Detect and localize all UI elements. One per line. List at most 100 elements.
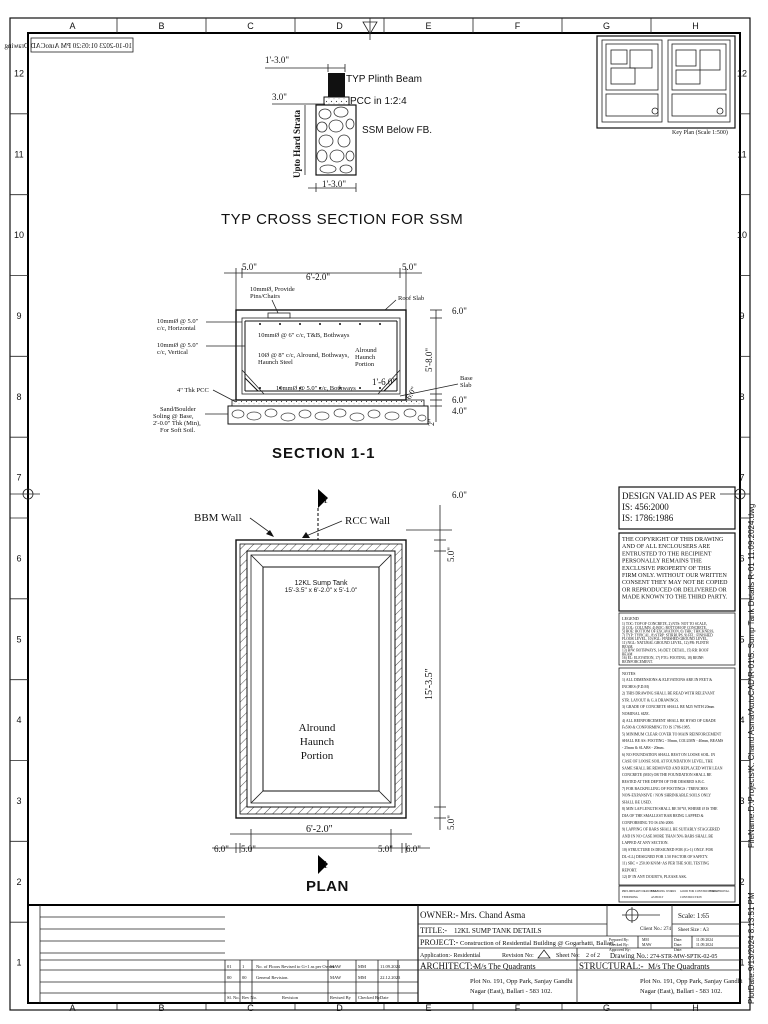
rev-cell: MAW (330, 975, 342, 980)
plan-dim-bl1: 6.0" (214, 844, 229, 854)
sheet-no-val: 2 of 2 (586, 952, 600, 959)
sec-lbl-sand-2: Soling @ Base, (153, 413, 194, 420)
notes-line: 7) FOR BACKFILLING OF FOOTINGS / TRENCHE… (622, 787, 708, 791)
north-arrow-icon (622, 907, 660, 923)
plan-tank-name: 12KL Sump Tank (295, 580, 348, 587)
rev-cell: MAW (330, 964, 342, 969)
row-label: 4 (739, 715, 744, 725)
col-label: A (69, 1003, 75, 1013)
notes-line: DIA OF THE SMALLEST BAR BEING LAPPED & (622, 814, 704, 818)
row-label: 1 (16, 958, 21, 968)
notes-line: SHALL BE AS: FOOTING - 50mm, COLUMN - 40… (622, 739, 723, 744)
plan-dim-br2: 6.0" (406, 844, 421, 854)
notes-line: 4) ALL REINFORCEMENT SHALL BE HYSD OF GR… (622, 719, 717, 723)
sec-dim-height: 5'-8.0" (424, 348, 434, 372)
rev-cell: 22.12.2023 (380, 975, 401, 980)
mirrored-label-text: 10-10-2023 01:05:20 PM AutoCAD Drawing (4, 42, 132, 50)
owner-name: Mrs. Chand Asma (460, 910, 525, 920)
notes-line: 8) MIN LAP LENGTH SHALL BE 50*Ø, WHERE Ø… (622, 807, 718, 812)
sec-lbl-h5-1: 10mmØ @ 5.0" (157, 318, 199, 325)
row-label: 9 (739, 311, 744, 321)
structural-lbl: STRUCTURAL:- (579, 961, 644, 971)
plan-tank-size: 15'-3.5" x 6'-2.0" x 5'-1.0" (285, 587, 358, 594)
col-label: D (336, 1003, 343, 1013)
stage-label: GOOD FOR CONSTRUCTION (680, 890, 717, 893)
rev-cell: 1 (242, 964, 244, 969)
notes-line: - 25mm & SLABS - 20mm. (622, 746, 664, 750)
sec-lbl-pcc: 4" Thk PCC (177, 387, 209, 394)
col-label: H (692, 21, 699, 31)
col-label: F (515, 1003, 521, 1013)
scale-text: Scale: 1:65 (678, 912, 710, 920)
drawing-no-lbl: Drawing No.: (610, 952, 649, 960)
col-label: C (247, 1003, 254, 1013)
notes-head: NOTES (622, 671, 636, 676)
copyright-line: FIRM ONLY. WITHOUT OUR WRITTEN (622, 573, 727, 579)
sec-dim-r3: 4.0" (452, 406, 467, 416)
row-label: 10 (14, 230, 24, 240)
sec-lbl-sand-3: 2'-0.0" Thk (Min), (153, 420, 201, 427)
col-label: F (515, 21, 521, 31)
ssm-label-pcc: PCC in 1:2:4 (350, 96, 407, 107)
stage-label: CONSTRUCTION (680, 896, 702, 899)
stage-label: PRELIMINARY DRAWINGS (622, 890, 657, 893)
file-name: FileName:D:\Projects\K. Chand Asma\AutoC… (747, 504, 756, 848)
row-label: 8 (739, 392, 744, 402)
people-name: MM (642, 938, 649, 942)
row-label: 2 (16, 877, 21, 887)
notes-line: RESTED AT THE DEPTH OF THE DESIRED S.B.C… (622, 780, 705, 784)
plan-dim-bl2: 5.0" (241, 844, 256, 854)
sheet-size: Sheet Size : A3 (678, 928, 709, 933)
copyright-line: OR REPRODUCED OR DELIVERED OR (622, 587, 727, 593)
people-date: 11.09.2024 (696, 938, 713, 942)
sec-dim-left: 5.0" (242, 262, 257, 272)
row-label: 6 (739, 553, 744, 563)
row-label: 12 (14, 68, 24, 78)
notes-line: 10) STRUCTURE IS DESIGNED FOR (G+1) ONLY… (622, 848, 713, 852)
rev-head: Revision (282, 995, 299, 1000)
ssm-dim-side: 3.0" (272, 92, 287, 102)
architect-addr-1: Plot No. 191, Opp Park, Sanjay Gandhi (470, 978, 573, 985)
notes-line: 12) IF IN ANY DOUBT'S, PLEASE ASK. (622, 875, 687, 880)
row-label: 11 (14, 149, 23, 159)
col-label: G (603, 21, 610, 31)
row-label: 12 (737, 68, 747, 78)
legend-line: 11) NGL: NATURAL GROUND LEVEL, 12) PB: P… (622, 641, 709, 646)
notes-line: 6) NO FOUNDATION SHALL REST ON LOOSE SOI… (622, 753, 715, 757)
sec-lbl-al-2: Haunch (355, 354, 376, 361)
notes-line: 9) LAPPING OF BARS SHALL BE SUITABLY STA… (622, 828, 720, 832)
sec-lbl-al-3: Portion (355, 361, 375, 368)
sec-lbl-pins-2: Pins/Chairs (250, 293, 280, 300)
legend-line: BEAM (622, 652, 633, 656)
notes-line: 5) MINIMUM CLEAR COVER TO MAIN REINFORCE… (622, 732, 722, 736)
notes-line: 1) ALL DIMENSIONS & ELEVATIONS ARE IN FE… (622, 678, 712, 682)
people-date-lbl: Date: (674, 938, 682, 942)
plan-al-2: Haunch (300, 736, 335, 748)
notes-line: CONCRETE (M10) OR THE FOUNDATION SHALL B… (622, 773, 712, 777)
structural-name: M/s The Quadrants (648, 962, 710, 971)
copyright-line: AND OF ALL ENCLOUSERS ARE (622, 544, 710, 550)
project-text: Construction of Residential Building @ G… (460, 940, 616, 947)
ssm-label-plinth: TYP Plinth Beam (346, 74, 422, 85)
notes-block: NOTES 1) ALL DIMENSIONS & ELEVATIONS ARE … (622, 671, 723, 880)
sec-lbl-al-1: Alround (355, 347, 377, 354)
plan-dim-right-bot: 5.0" (446, 815, 456, 830)
row-label: 6 (16, 553, 21, 563)
sec-dim-r2: 6.0" (452, 395, 467, 405)
sec-lbl-base-1: Base (460, 375, 473, 382)
copyright-line: THE COPYRIGHT OF THIS DRAWING (622, 537, 724, 543)
rev-head: Sl. No. (227, 995, 240, 1000)
ssm-label-vertical: Upto Hard Strata (292, 110, 302, 178)
sec-lbl-bottom: 10mmØ @ 5.0" c/c, Bothways (276, 385, 356, 392)
plan-dim-br1: 5.0" (378, 844, 393, 854)
people-date-lbl: Date: (674, 948, 682, 952)
copyright-line: CONSENT THEY MAY NOT BE COPIED (622, 580, 728, 586)
plan-al-3: Portion (301, 750, 334, 762)
plan-lbl-rcc: RCC Wall (345, 515, 390, 527)
row-label: 8 (16, 392, 21, 402)
plan-section-mark-bot: 1 (323, 860, 328, 871)
col-label: B (158, 1003, 164, 1013)
